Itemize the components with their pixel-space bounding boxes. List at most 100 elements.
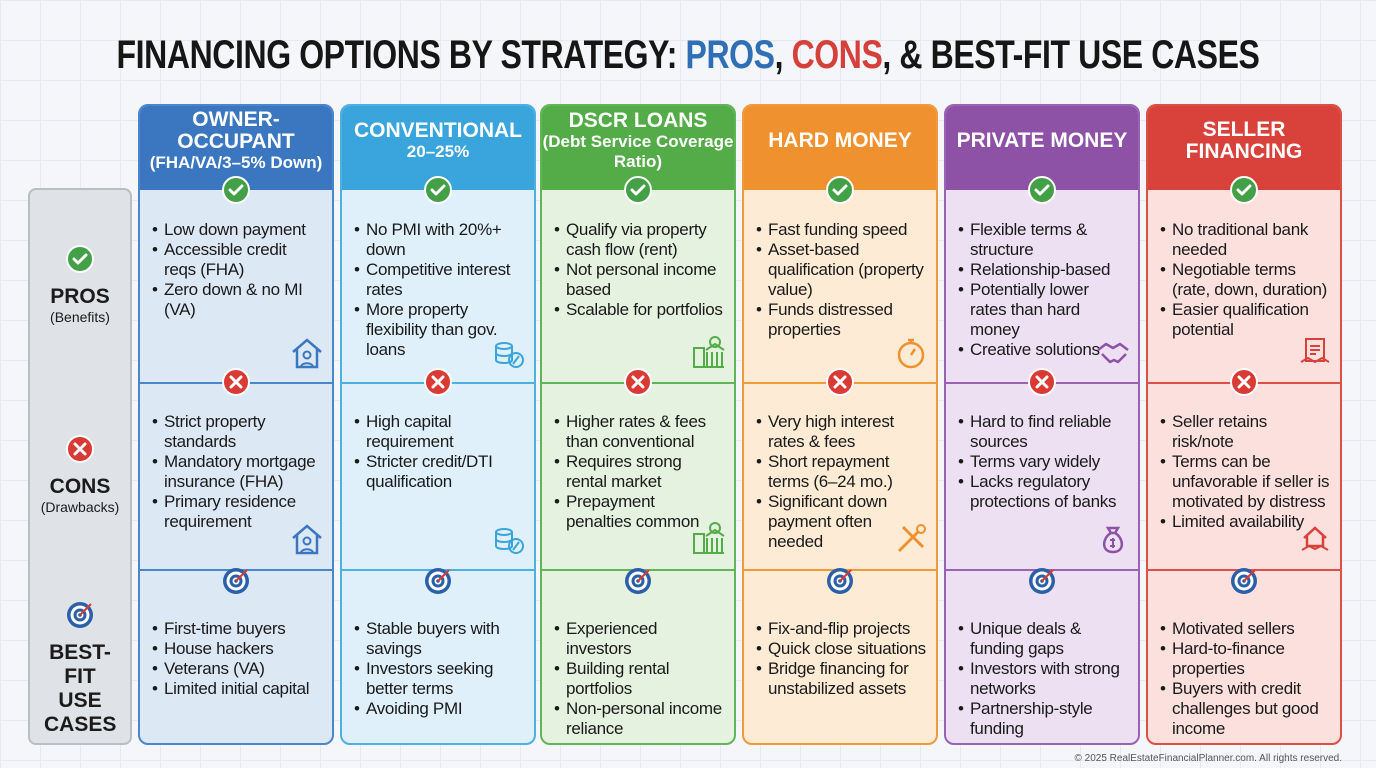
list-item: Lacks regulatory protections of banks <box>958 472 1128 512</box>
list-item: House hackers <box>152 639 322 659</box>
column-title: SELLER FINANCING <box>1185 118 1303 163</box>
list-item: Partnership-style funding <box>958 699 1128 739</box>
best-list: Stable buyers with savingsInvestors seek… <box>354 619 524 719</box>
list-item: Non-personal income reliance <box>554 699 724 739</box>
cons-section: Seller retains risk/noteTerms can be unf… <box>1148 412 1340 532</box>
list-item: Potentially lower rates than hard money <box>958 280 1128 340</box>
column-subtitle: (Debt Service Coverage Ratio) <box>542 132 734 171</box>
list-item: Terms can be unfavorable if seller is mo… <box>1160 452 1330 512</box>
best-fit-label: BEST-FIT USE CASES <box>44 641 117 736</box>
target-icon <box>65 600 95 630</box>
column-owner-occupant: OWNER-OCCUPANT(FHA/VA/3–5% Down)Low down… <box>138 104 334 745</box>
list-item: Low down payment <box>152 220 322 240</box>
best-list: Motivated sellersHard-to-finance propert… <box>1160 619 1330 739</box>
list-item: Terms vary widely <box>958 452 1128 472</box>
best-list: Unique deals & funding gapsInvestors wit… <box>958 619 1128 739</box>
list-item: First-time buyers <box>152 619 322 639</box>
list-item: Investors with strong networks <box>958 659 1128 699</box>
x-icon <box>65 434 95 464</box>
list-item: Hard to find reliable sources <box>958 412 1128 452</box>
check-icon <box>1229 175 1259 205</box>
column-header: HARD MONEY <box>744 106 936 190</box>
check-icon <box>1027 175 1057 205</box>
list-item: Hard-to-finance properties <box>1160 639 1330 679</box>
pros-list: Qualify via property cash flow (rent)Not… <box>554 220 724 320</box>
page-title: FINANCING OPTIONS BY STRATEGY: PROS, CON… <box>117 32 1260 78</box>
row-label-pros: PROS (Benefits) <box>30 244 130 325</box>
money-bag-icon <box>1096 522 1130 556</box>
cons-section: Hard to find reliable sourcesTerms vary … <box>946 412 1138 512</box>
target-icon <box>623 566 653 596</box>
column-dscr-loans: DSCR LOANS(Debt Service Coverage Ratio) Q… <box>540 104 736 745</box>
list-item: Stable buyers with savings <box>354 619 524 659</box>
bank-calculator-icon <box>692 522 726 556</box>
check-icon <box>825 175 855 205</box>
best-section: Unique deals & funding gapsInvestors wit… <box>946 619 1138 739</box>
best-section: Stable buyers with savingsInvestors seek… <box>342 619 534 719</box>
row-label-cons: CONS (Drawbacks) <box>30 434 130 515</box>
column-title: CONVENTIONAL <box>354 119 522 142</box>
best-section: First-time buyersHouse hackersVeterans (… <box>140 619 332 699</box>
check-icon <box>423 175 453 205</box>
cons-list: Hard to find reliable sourcesTerms vary … <box>958 412 1128 512</box>
title-rest: , & BEST-FIT USE CASES <box>882 33 1260 77</box>
best-section: Fix-and-flip projectsQuick close situati… <box>744 619 936 699</box>
list-item: Competitive interest rates <box>354 260 524 300</box>
pros-list: Low down paymentAccessible credit reqs (… <box>152 220 322 320</box>
contract-handshake-icon <box>1298 336 1332 370</box>
list-item: Flexible terms & structure <box>958 220 1128 260</box>
list-item: Experienced investors <box>554 619 724 659</box>
tools-icon <box>894 522 928 556</box>
target-icon <box>1027 566 1057 596</box>
list-item: Prepayment penalties common <box>554 492 724 532</box>
target-icon <box>423 566 453 596</box>
list-item: Veterans (VA) <box>152 659 322 679</box>
column-subtitle: 20–25% <box>406 142 470 161</box>
cons-list: Strict property standardsMandatory mortg… <box>152 412 322 532</box>
list-item: Requires strong rental market <box>554 452 724 492</box>
column-title: OWNER-OCCUPANT <box>177 108 295 153</box>
cons-section: Higher rates & fees than conventionalReq… <box>542 412 734 532</box>
best-list: Fix-and-flip projectsQuick close situati… <box>756 619 926 699</box>
best-list: Experienced investorsBuilding rental por… <box>554 619 724 739</box>
list-item: Seller retains risk/note <box>1160 412 1330 452</box>
list-item: Strict property standards <box>152 412 322 452</box>
pros-label: PROS <box>50 285 110 308</box>
x-icon <box>825 367 855 397</box>
title-pros: PROS <box>685 33 775 77</box>
pros-list: Fast funding speedAsset-based qualificat… <box>756 220 926 340</box>
list-item: Mandatory mortgage insurance (FHA) <box>152 452 322 492</box>
house-handshake-icon <box>1298 522 1332 556</box>
cons-section: Strict property standardsMandatory mortg… <box>140 412 332 532</box>
list-item: Investors seeking better terms <box>354 659 524 699</box>
list-item: Short repayment terms (6–24 mo.) <box>756 452 926 492</box>
cons-list: Seller retains risk/noteTerms can be unf… <box>1160 412 1330 532</box>
column-seller-financing: SELLER FINANCING No traditional bank need… <box>1146 104 1342 745</box>
pros-section: Fast funding speedAsset-based qualificat… <box>744 220 936 340</box>
list-item: Motivated sellers <box>1160 619 1330 639</box>
best-list: First-time buyersHouse hackersVeterans (… <box>152 619 322 699</box>
list-item: Relationship-based <box>958 260 1128 280</box>
column-title: DSCR LOANS <box>568 109 708 132</box>
cons-sublabel: (Drawbacks) <box>40 499 120 515</box>
title-sep: , <box>774 33 792 77</box>
list-item: Buyers with credit challenges but good i… <box>1160 679 1330 739</box>
list-item: Unique deals & funding gaps <box>958 619 1128 659</box>
list-item: Zero down & no MI (VA) <box>152 280 322 320</box>
list-item: Qualify via property cash flow (rent) <box>554 220 724 260</box>
column-private-money: PRIVATE MONEY Flexible terms & structureR… <box>944 104 1140 745</box>
copyright: © 2025 RealEstateFinancialPlanner.com. A… <box>1074 753 1342 764</box>
cons-list: Very high interest rates & feesShort rep… <box>756 412 926 552</box>
list-item: Quick close situations <box>756 639 926 659</box>
cons-label: CONS <box>49 475 111 498</box>
target-icon <box>1229 566 1259 596</box>
target-icon <box>825 566 855 596</box>
pros-section: No traditional bank neededNegotiable ter… <box>1148 220 1340 340</box>
cons-section: High capital requirementStricter credit/… <box>342 412 534 492</box>
bank-calculator-icon <box>692 336 726 370</box>
column-title: PRIVATE MONEY <box>956 129 1128 152</box>
list-item: Building rental portfolios <box>554 659 724 699</box>
column-title: HARD MONEY <box>768 129 912 152</box>
pros-list: No traditional bank neededNegotiable ter… <box>1160 220 1330 340</box>
